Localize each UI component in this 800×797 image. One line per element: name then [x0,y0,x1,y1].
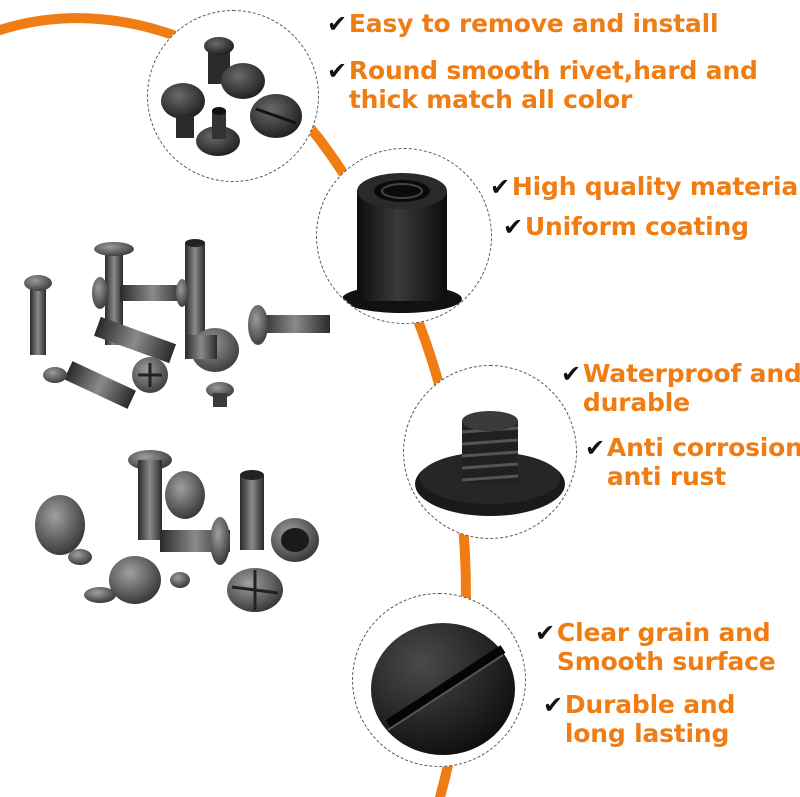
bubble-threaded-tube [316,148,492,324]
check-mark-icon: ✔ [585,434,605,462]
feature-waterproof: ✔Waterproof and durable [561,359,800,417]
check-mark-icon: ✔ [503,213,523,241]
bubble-slotted-head [352,593,526,767]
check-mark-icon: ✔ [327,10,347,38]
feature-durable: ✔Durable and long lasting [543,690,736,748]
feature-high-quality: ✔High quality material [490,172,800,201]
check-mark-icon: ✔ [490,173,510,201]
feature-uniform-coating: ✔Uniform coating [503,212,749,241]
rivet-cluster-bottom [20,445,340,630]
check-mark-icon: ✔ [535,619,555,647]
feature-easy-install: ✔Easy to remove and install [327,9,719,38]
check-mark-icon: ✔ [543,691,563,719]
bubble-mixed-screws [147,10,319,182]
check-mark-icon: ✔ [561,360,581,388]
feature-clear-grain: ✔Clear grain and Smooth surface [535,618,776,676]
check-mark-icon: ✔ [327,57,347,85]
feature-round-smooth: ✔Round smooth rivet,hard and thick match… [327,56,758,114]
feature-anti-corrosion: ✔Anti corrosion anti rust [585,433,800,491]
bubble-threaded-screw [403,365,577,539]
rivet-cluster-top [10,235,330,435]
